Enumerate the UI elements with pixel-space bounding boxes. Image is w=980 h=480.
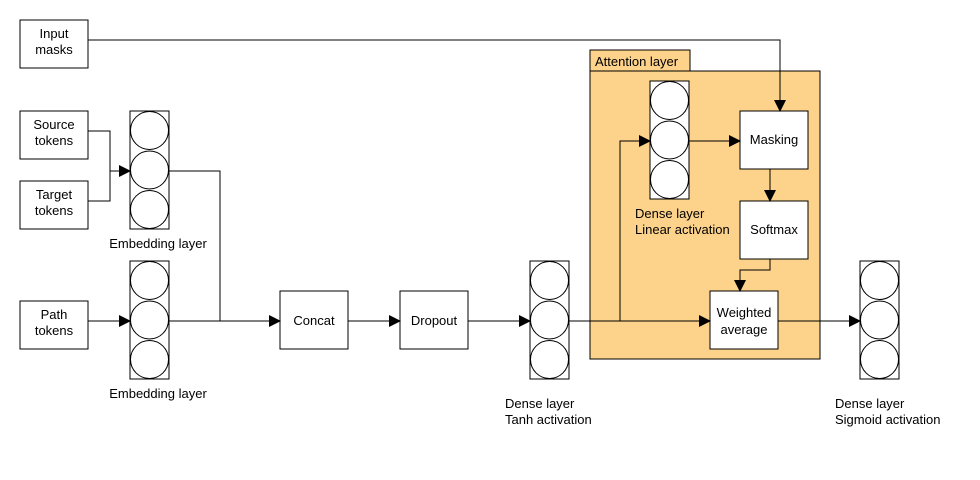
source-tokens-label-line2: tokens [35,133,74,148]
neuron-node [130,111,169,150]
path-tokens-box: Path tokens [19,300,89,350]
path-tokens-label-line2: tokens [35,323,74,338]
dense-linear-stack [649,80,690,200]
masking-box: Masking [739,110,809,170]
neuron-node [860,300,899,340]
dense-tanh-caption-line2: Tanh activation [505,412,592,427]
neuron-node [650,120,689,160]
connections [88,39,861,327]
embedding-layer-bottom-stack [129,260,170,380]
neuron-node [650,160,689,199]
concat-box: Concat [279,290,349,350]
dense-sigmoid-stack [859,260,900,380]
masking-label: Masking [750,132,798,147]
embedding-layer-top-caption: Embedding layer [109,236,207,251]
dense-linear-caption-line2: Linear activation [635,222,730,237]
softmax-box: Softmax [739,200,809,260]
edge-input-masks-to-masking [88,39,786,112]
concat-label: Concat [293,313,335,328]
embedding-layer-top-stack [129,110,170,230]
weighted-average-label-line2: average [721,322,768,337]
dense-tanh-caption-line1: Dense layer [505,396,575,411]
neuron-node [860,261,899,300]
input-masks-label-line2: masks [35,42,73,57]
dense-linear-caption-line1: Dense layer [635,206,705,221]
dropout-box: Dropout [399,290,469,350]
target-tokens-label-line1: Target [36,187,73,202]
neuron-node [860,340,899,379]
neuron-node [130,261,169,300]
input-masks-label-line1: Input [40,26,69,41]
neuron-node [530,300,569,340]
neuron-node [530,261,569,300]
edge-branch-to-dense-linear [619,135,651,321]
weighted-average-box: Weighted average [709,290,779,350]
edge-embedding-top-to-concat [169,170,221,321]
weighted-average-label-line1: Weighted [717,305,772,320]
neuron-node [130,340,169,379]
source-tokens-label-line1: Source [33,117,74,132]
path-tokens-label-line1: Path [41,307,68,322]
neuron-node [530,340,569,379]
dropout-label: Dropout [411,313,458,328]
edge-softmax-to-weighted-average [734,259,771,292]
softmax-label: Softmax [750,222,798,237]
input-masks-box: Input masks [19,19,89,69]
neuron-node [130,150,169,190]
dense-sigmoid-caption-line1: Dense layer [835,396,905,411]
attention-layer-title: Attention layer [595,54,679,69]
edge-source-target-merge [88,130,111,202]
source-tokens-box: Source tokens [19,110,89,160]
neuron-node [130,300,169,340]
dense-sigmoid-caption-line2: Sigmoid activation [835,412,941,427]
embedding-layer-bottom-caption: Embedding layer [109,386,207,401]
neuron-node [130,190,169,229]
target-tokens-box: Target tokens [19,180,89,230]
target-tokens-label-line2: tokens [35,203,74,218]
dense-tanh-stack [529,260,570,380]
neuron-node [650,81,689,120]
